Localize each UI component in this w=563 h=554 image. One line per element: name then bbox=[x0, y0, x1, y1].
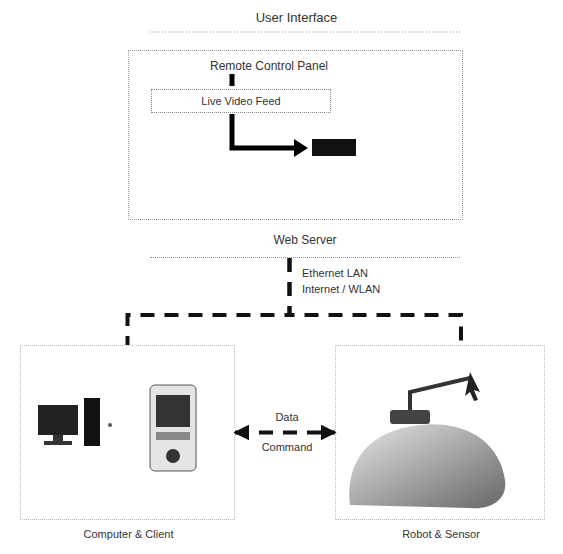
server-band: Web Server bbox=[150, 226, 460, 258]
arrow-head bbox=[294, 139, 308, 157]
video-screen bbox=[312, 139, 356, 156]
flow-arrow bbox=[230, 74, 235, 86]
cursor-icon bbox=[465, 372, 480, 401]
monitor-base bbox=[44, 441, 72, 445]
pda-button bbox=[166, 449, 180, 463]
note-label: Ethernet LAN bbox=[300, 266, 444, 280]
flow-arrow bbox=[232, 114, 296, 148]
pda-bar bbox=[156, 432, 190, 440]
rule-line bbox=[150, 32, 460, 33]
tower-icon bbox=[84, 398, 100, 446]
robot-sensor bbox=[390, 410, 430, 424]
group-box: User InterfaceRemote Control PanelLive V… bbox=[128, 50, 463, 220]
node-title: User Interface bbox=[129, 11, 464, 25]
dot bbox=[108, 423, 112, 427]
group-box: Robot & Sensor bbox=[335, 345, 545, 520]
group-box: Computer & Client bbox=[20, 345, 235, 520]
data-arrow bbox=[235, 431, 335, 435]
robot-arm bbox=[410, 378, 470, 410]
node-title: Computer & Client bbox=[21, 527, 236, 541]
note-label: Internet / WLAN bbox=[300, 282, 444, 296]
network-line bbox=[290, 258, 462, 345]
node-title: Live Video Feed bbox=[201, 94, 280, 108]
note-label: Command bbox=[245, 440, 329, 454]
node-title: Robot & Sensor bbox=[336, 527, 546, 541]
monitor-stand bbox=[53, 435, 63, 441]
node-title: Web Server bbox=[150, 233, 460, 247]
pda-screen bbox=[156, 395, 190, 427]
edge-label: Data bbox=[255, 410, 319, 424]
pda-icon bbox=[150, 385, 196, 471]
network-line bbox=[128, 258, 290, 345]
node-text: Remote Control Panel bbox=[169, 59, 369, 73]
robot-body bbox=[349, 424, 505, 508]
monitor-icon bbox=[38, 405, 78, 435]
inner-box: Live Video Feed bbox=[151, 89, 331, 113]
